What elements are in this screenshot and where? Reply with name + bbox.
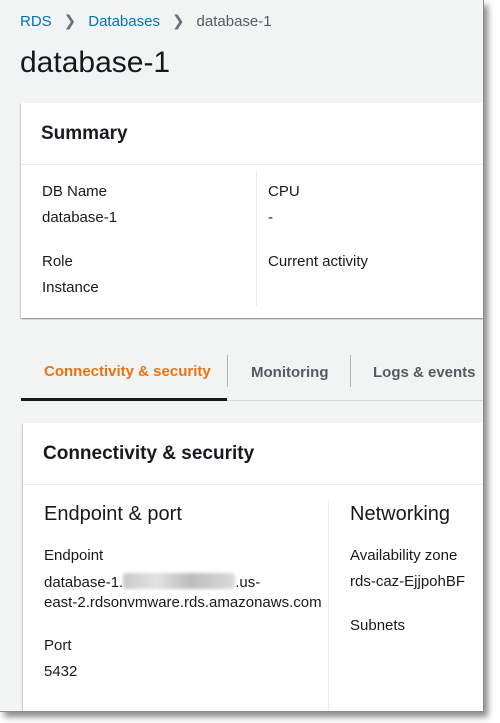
tab-separator xyxy=(350,355,351,387)
chevron-right-icon: ❯ xyxy=(171,13,185,30)
endpoint-value[interactable]: database-1. .us- east-2.rdsonvmware.rds.a… xyxy=(44,573,334,613)
networking-heading: Networking xyxy=(350,503,451,525)
chevron-right-icon: ❯ xyxy=(63,13,77,30)
screenshot-frame: RDS ❯ Databases ❯ database-1 database-1 … xyxy=(0,0,484,712)
port-value: 5432 xyxy=(44,663,78,680)
db-name-value: database-1 xyxy=(42,209,118,226)
connectivity-security-header: Connectivity & security xyxy=(23,423,483,485)
tab-bar: Connectivity & security Monitoring Logs … xyxy=(21,345,483,401)
tab-separator xyxy=(227,355,228,387)
tab-logs-events[interactable]: Logs & events xyxy=(373,364,476,381)
column-divider xyxy=(256,171,257,306)
role-value: Instance xyxy=(42,279,99,296)
column-divider xyxy=(328,501,329,711)
endpoint-prefix: database-1. xyxy=(44,574,124,591)
current-activity-label: Current activity xyxy=(268,253,369,270)
db-name-label: DB Name xyxy=(42,183,108,200)
role-label: Role xyxy=(42,253,73,270)
subnets-label: Subnets xyxy=(350,617,406,634)
breadcrumb-item-databases[interactable]: Databases xyxy=(88,12,160,30)
redacted-region xyxy=(123,573,236,589)
summary-panel: Summary DB Name database-1 Role Instance… xyxy=(21,103,483,318)
port-label: Port xyxy=(44,637,72,654)
breadcrumb: RDS ❯ Databases ❯ database-1 xyxy=(20,12,272,31)
availability-zone-value: rds-caz-EjjpohBF xyxy=(350,573,466,590)
cpu-value: - xyxy=(268,209,273,226)
endpoint-domain: east-2.rdsonvmware.rds.amazonaws.com xyxy=(44,594,322,611)
tab-connectivity-security[interactable]: Connectivity & security xyxy=(21,345,227,401)
tab-monitoring[interactable]: Monitoring xyxy=(251,364,329,381)
endpoint-port-heading: Endpoint & port xyxy=(44,503,182,525)
breadcrumb-item-rds[interactable]: RDS xyxy=(20,12,52,30)
cpu-label: CPU xyxy=(268,183,300,200)
connectivity-security-panel: Connectivity & security Endpoint & port … xyxy=(23,423,483,711)
page-title: database-1 xyxy=(20,46,171,79)
summary-header: Summary xyxy=(21,103,483,165)
endpoint-label: Endpoint xyxy=(44,547,104,564)
availability-zone-label: Availability zone xyxy=(350,547,458,564)
endpoint-suffix: .us- xyxy=(235,574,261,591)
breadcrumb-item-current: database-1 xyxy=(196,12,272,30)
